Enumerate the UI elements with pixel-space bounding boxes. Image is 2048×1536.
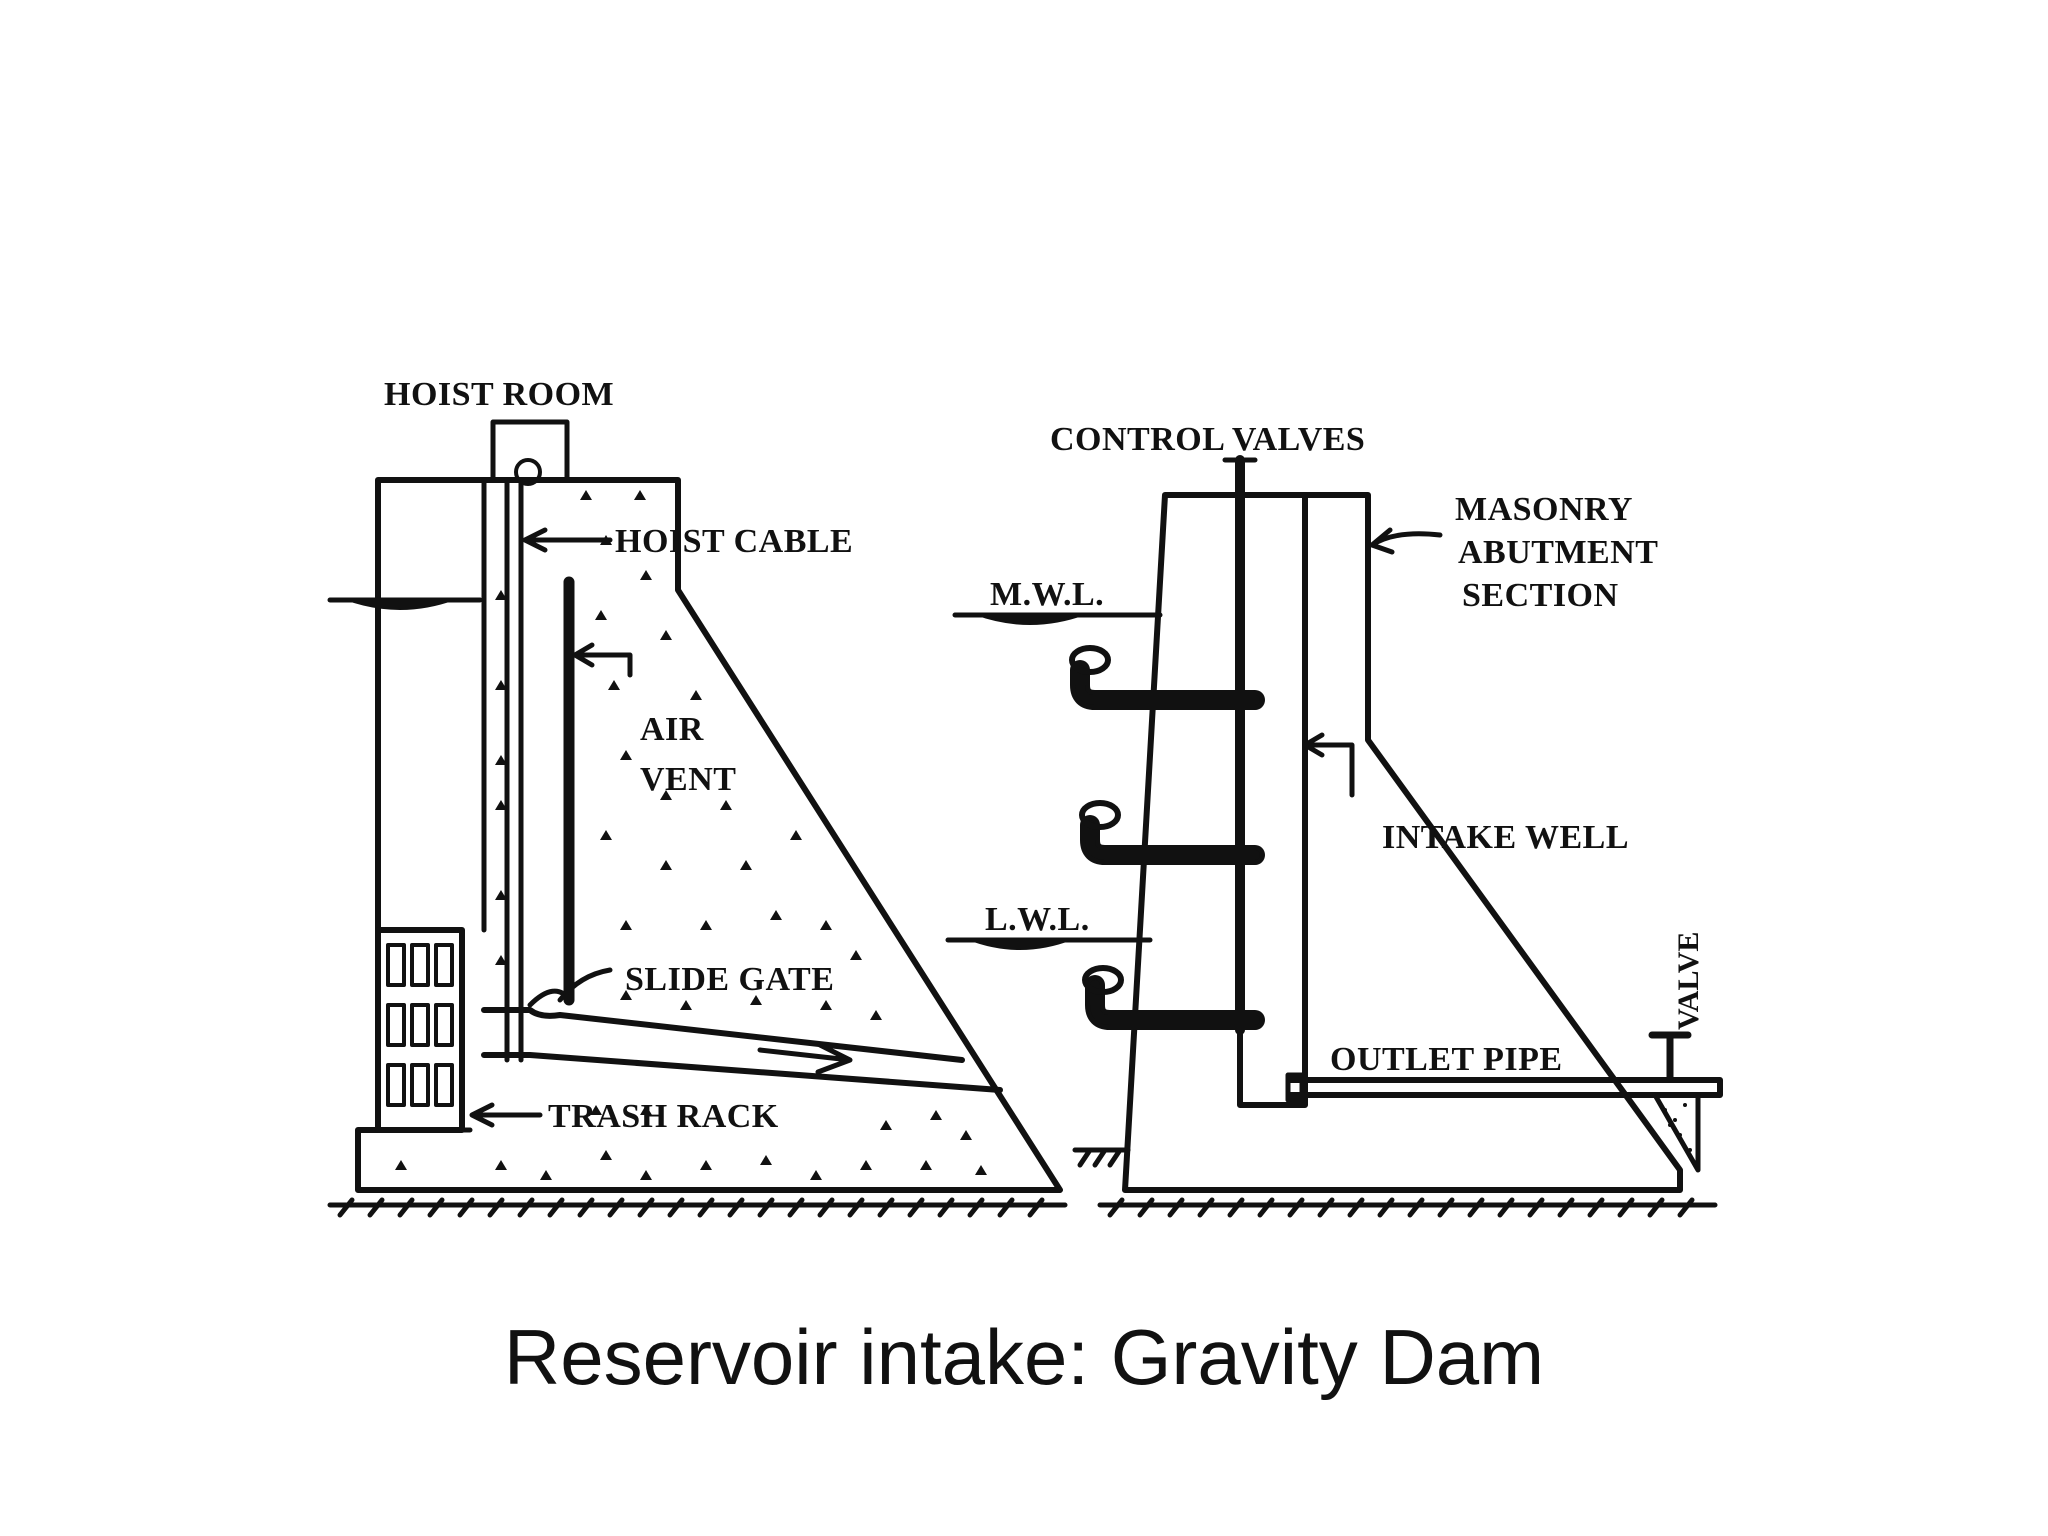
- concrete-aggregate: [395, 490, 987, 1180]
- trash-rack: [375, 927, 465, 1133]
- label-vent: VENT: [640, 761, 736, 798]
- label-masonry: MASONRY: [1455, 491, 1633, 528]
- ground-left: [327, 1197, 1068, 1218]
- slide-gate: [527, 988, 573, 1008]
- label-air: AIR: [640, 711, 704, 748]
- outlet-conduit: [481, 1007, 965, 1063]
- hoist-room: [490, 419, 570, 483]
- label-mwl: M.W.L.: [990, 576, 1104, 613]
- intake-pipes: [1069, 645, 1265, 1030]
- flow-arrow: [757, 1042, 853, 1075]
- abutment-outline: [1122, 492, 1683, 1193]
- label-outlet-pipe: OUTLET PIPE: [1330, 1041, 1563, 1078]
- ground-right: [1097, 1197, 1718, 1218]
- masonry-abutment-section: [945, 455, 1723, 1218]
- label-hoist-cable: HOIST CABLE: [615, 523, 853, 560]
- caption: Reservoir intake: Gravity Dam: [503, 1313, 1545, 1401]
- label-intake-well: INTAKE WELL: [1382, 819, 1629, 856]
- label-valve: VALVE: [1672, 932, 1705, 1030]
- label-control-valves: CONTROL VALVES: [1050, 421, 1365, 458]
- label-abutment: ABUTMENT: [1458, 534, 1658, 571]
- dam-body-outline: [355, 477, 1063, 1193]
- gravity-dam-section: [327, 419, 1068, 1218]
- outlet-valve: [1648, 1031, 1692, 1082]
- label-hoist-room: HOIST ROOM: [384, 376, 614, 413]
- label-slide-gate: SLIDE GATE: [625, 961, 834, 998]
- outlet-pipe: [1287, 1077, 1723, 1098]
- label-lwl: L.W.L.: [985, 901, 1090, 938]
- label-trash-rack: TRASH RACK: [548, 1098, 779, 1135]
- label-section: SECTION: [1462, 577, 1619, 614]
